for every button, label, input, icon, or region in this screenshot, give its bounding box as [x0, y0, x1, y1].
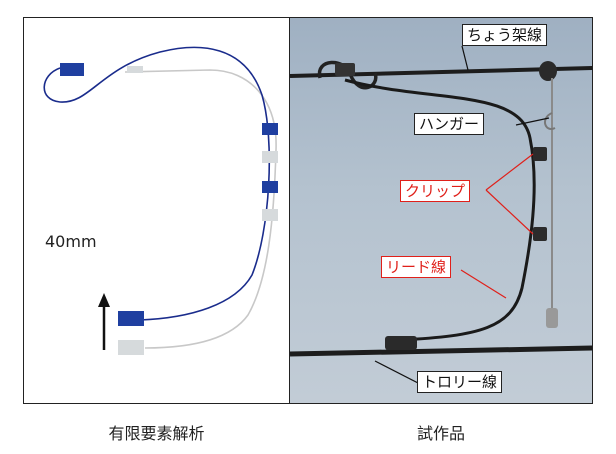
- fea-panel: [23, 17, 290, 404]
- caption-fea: 有限要素解析: [108, 424, 205, 443]
- caption-prototype: 試作品: [416, 424, 465, 443]
- callout-clip: クリップ: [400, 180, 471, 202]
- hanger-insulator: [546, 308, 558, 328]
- initial-clip-lower: [262, 209, 278, 221]
- initial-clip-top: [127, 66, 143, 73]
- displacement-label: 40mm: [45, 232, 97, 251]
- leader-lead-wire: [460, 269, 507, 299]
- hanger-clamp: [539, 61, 557, 81]
- leader-clip-lower: [485, 189, 534, 235]
- deformed-lead-wire: [43, 46, 271, 321]
- hanger-hook: [544, 112, 556, 130]
- initial-clip-bottom: [118, 340, 144, 355]
- prototype-illustration: [290, 45, 592, 384]
- prototype-clip-lower: [533, 227, 547, 241]
- deformed-clip-upper: [262, 123, 278, 135]
- deformed-clip-bottom: [118, 311, 144, 326]
- deformed-clip-lower: [262, 181, 278, 193]
- deformed-clip-top: [60, 63, 84, 76]
- trolley-wire: [290, 345, 592, 357]
- leader-messenger: [461, 45, 469, 71]
- leader-trolley: [374, 360, 419, 384]
- prototype-photo: [289, 17, 593, 404]
- messenger-clamp: [335, 63, 355, 76]
- trolley-clamp: [385, 336, 417, 350]
- prototype-lead-wire: [344, 78, 536, 342]
- callout-messenger-wire: ちょう架線: [462, 24, 548, 46]
- callout-lead-wire: リード線: [381, 256, 452, 278]
- callout-trolley-wire: トロリー線: [417, 371, 503, 393]
- leader-hanger: [515, 117, 550, 126]
- callout-hanger: ハンガー: [414, 113, 485, 135]
- initial-clip-upper: [262, 151, 278, 163]
- initial-lead-wire: [124, 69, 277, 349]
- leader-clip-upper: [485, 153, 534, 191]
- prototype-clip-upper: [533, 147, 547, 161]
- displacement-arrow-head: [98, 293, 110, 307]
